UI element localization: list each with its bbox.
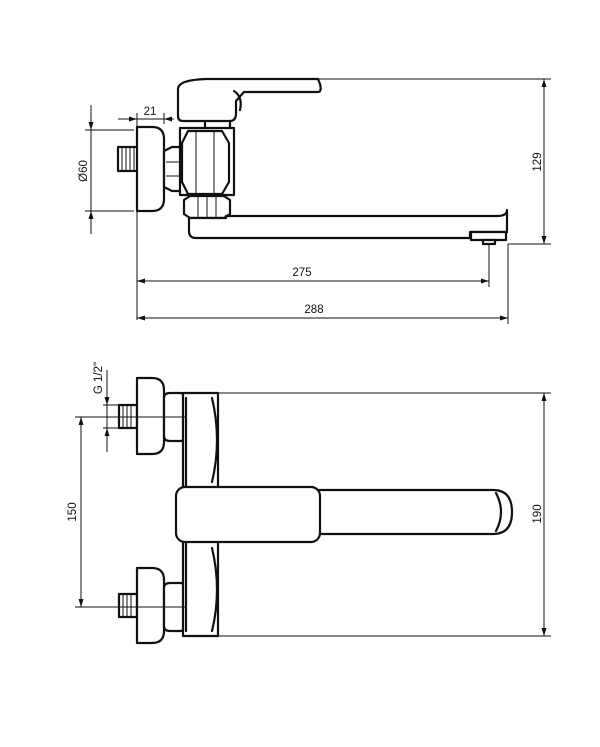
dim-label-diameter: Ø60 [78, 160, 90, 182]
side-threaded-inlet [116, 145, 140, 173]
top-spout [298, 488, 514, 536]
dim-thread-size: G 1/2" [93, 362, 130, 452]
top-lever-handle[interactable] [174, 485, 322, 544]
dim-spout-reach: 275 [137, 244, 490, 287]
dim-thread-projection: 21 [118, 106, 174, 320]
dim-overall-length: 288 [137, 244, 509, 324]
dim-height: 129 [318, 78, 551, 245]
top-upper-inlet [117, 376, 188, 456]
side-mixer-body [178, 126, 236, 197]
dim-connection-spacing: 150 [67, 416, 186, 608]
side-spout [187, 208, 509, 240]
side-wall-flange [135, 125, 166, 213]
dim-label-thread: G 1/2" [93, 362, 105, 394]
top-lower-flange [135, 566, 166, 645]
dim-overall-height: 190 [218, 392, 551, 637]
dim-label-190: 190 [532, 504, 544, 523]
side-aerator [469, 230, 508, 242]
side-view: Ø60 21 129 275 [78, 77, 551, 324]
dim-label-288: 288 [304, 304, 323, 316]
dim-wall-flange-diameter: Ø60 [78, 105, 134, 234]
dim-label-275: 275 [292, 267, 311, 279]
dim-label-21: 21 [144, 106, 157, 118]
side-lever-handle[interactable] [176, 77, 322, 123]
top-view: G 1/2" 150 190 [67, 362, 551, 645]
dim-label-150: 150 [67, 502, 79, 521]
dim-label-129: 129 [532, 152, 544, 171]
top-upper-flange [135, 376, 166, 456]
top-lower-inlet [117, 566, 188, 645]
